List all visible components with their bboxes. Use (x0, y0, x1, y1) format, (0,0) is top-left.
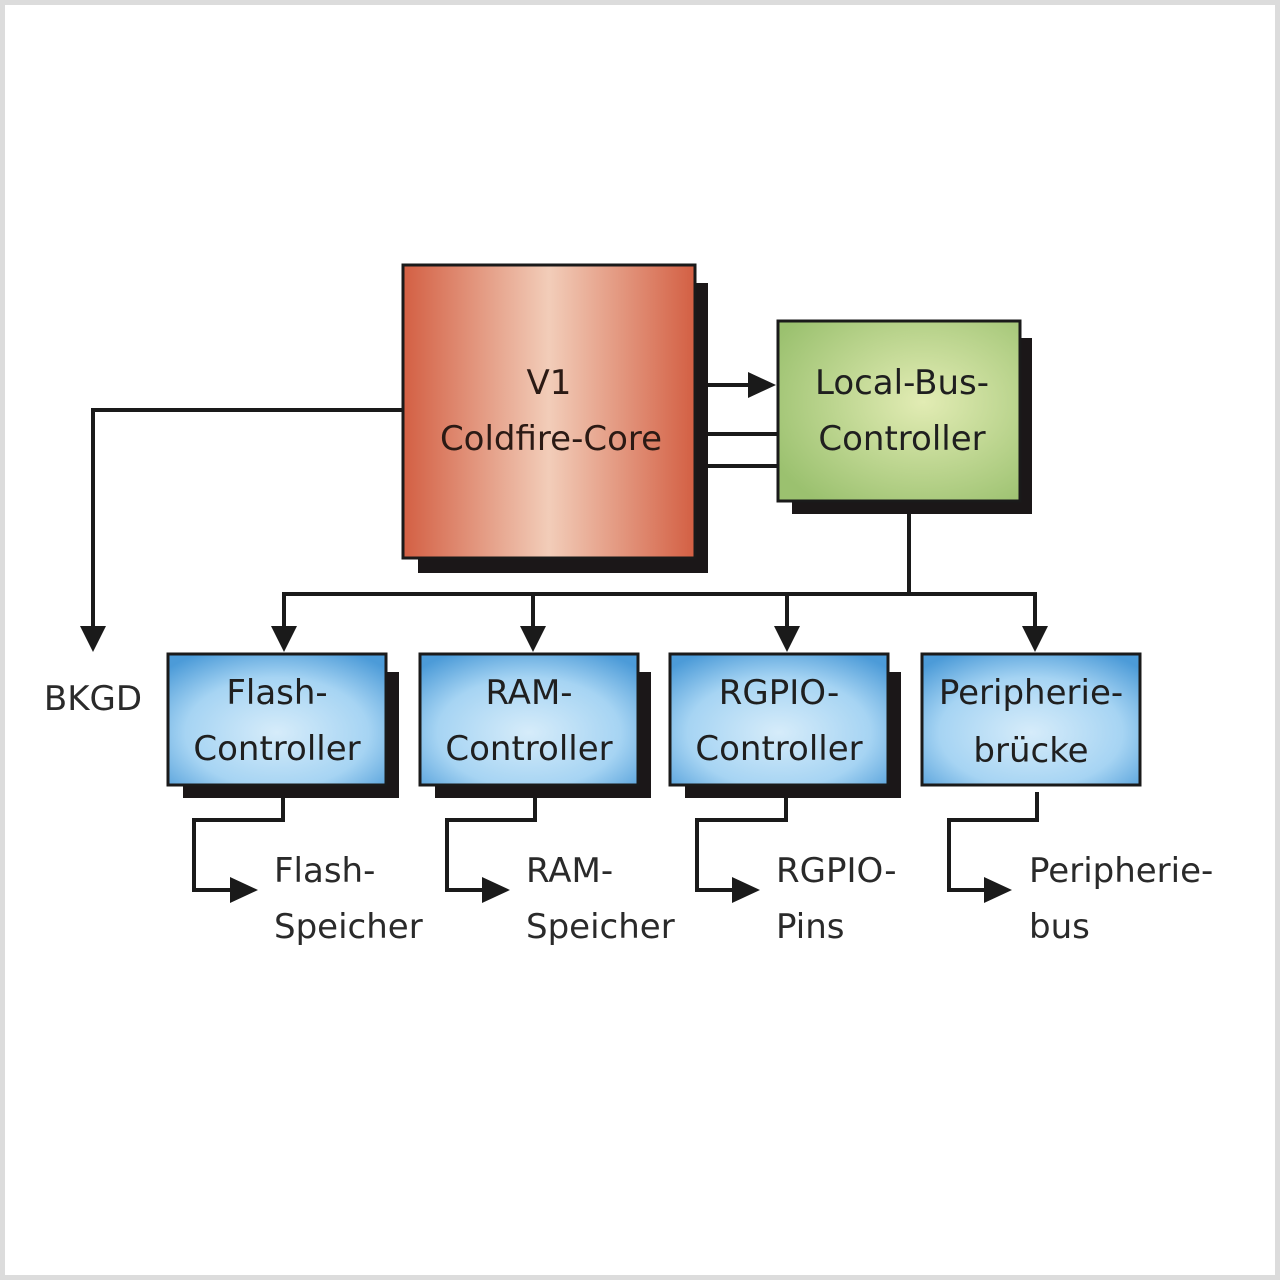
core-box (401, 263, 697, 560)
rgpio-controller-label-line2: Controller (695, 729, 862, 769)
coldfire-core-block: V1 Coldfire-Core (401, 263, 708, 573)
peripheral-output: Peripherie- bus (947, 792, 1213, 947)
flash-controller-block: Flash- Controller (166, 652, 399, 798)
peripheral-output-label-line1: Peripherie- (1029, 851, 1213, 891)
rgpio-controller-label-line1: RGPIO- (719, 673, 839, 713)
arrow-right-icon (732, 877, 760, 903)
arrow-down-icon (1022, 626, 1048, 652)
ram-output: RAM- Speicher (445, 798, 675, 947)
local-bus-box (776, 319, 1022, 503)
peripheral-bridge-box (920, 652, 1142, 787)
peripheral-bridge-label-line2: brücke (973, 731, 1088, 771)
flash-controller-label-line2: Controller (193, 729, 360, 769)
rgpio-output-wire (695, 798, 788, 892)
arrow-right-icon (230, 877, 258, 903)
arrow-right-icon (482, 877, 510, 903)
arrow-right-icon (984, 877, 1012, 903)
ram-output-label-line1: RAM- (526, 851, 613, 891)
peripheral-bridge-label-line1: Peripherie- (939, 673, 1123, 713)
flash-output-label-line1: Flash- (274, 851, 375, 891)
distribution-bus (271, 514, 1048, 652)
rgpio-controller-box (668, 652, 890, 787)
ram-output-label-line2: Speicher (526, 907, 675, 947)
arrow-down-icon (80, 626, 106, 652)
bkgd-label: BKGD (44, 679, 142, 719)
arrow-right-icon (748, 372, 776, 398)
local-bus-label-line1: Local-Bus- (815, 363, 989, 403)
rgpio-output: RGPIO- Pins (695, 798, 896, 947)
arrow-down-icon (520, 626, 546, 652)
ram-output-wire (445, 798, 537, 892)
ram-controller-block: RAM- Controller (418, 652, 651, 798)
arrow-down-icon (774, 626, 800, 652)
peripheral-output-wire (947, 792, 1039, 892)
ram-controller-label-line2: Controller (445, 729, 612, 769)
flash-output-label-line2: Speicher (274, 907, 423, 947)
local-bus-controller-block: Local-Bus- Controller (776, 319, 1032, 514)
bkgd-wire (91, 408, 403, 630)
core-label-line2: Coldfire-Core (440, 419, 662, 459)
ram-controller-label-line1: RAM- (485, 673, 572, 713)
flash-controller-box (166, 652, 388, 787)
flash-output: Flash- Speicher (192, 798, 423, 947)
peripheral-bridge-block: Peripherie- brücke (920, 652, 1142, 787)
peripheral-output-label-line2: bus (1029, 907, 1090, 947)
core-to-bus-connections (708, 372, 778, 468)
rgpio-output-label-line1: RGPIO- (776, 851, 896, 891)
ram-controller-box (418, 652, 640, 787)
flash-output-wire (192, 798, 285, 892)
arrow-down-icon (271, 626, 297, 652)
flash-controller-label-line1: Flash- (226, 673, 327, 713)
local-bus-label-line2: Controller (818, 419, 985, 459)
core-label-line1: V1 (527, 363, 572, 403)
rgpio-output-label-line2: Pins (776, 907, 844, 947)
bkgd-connection: BKGD (44, 408, 403, 719)
rgpio-controller-block: RGPIO- Controller (668, 652, 901, 798)
